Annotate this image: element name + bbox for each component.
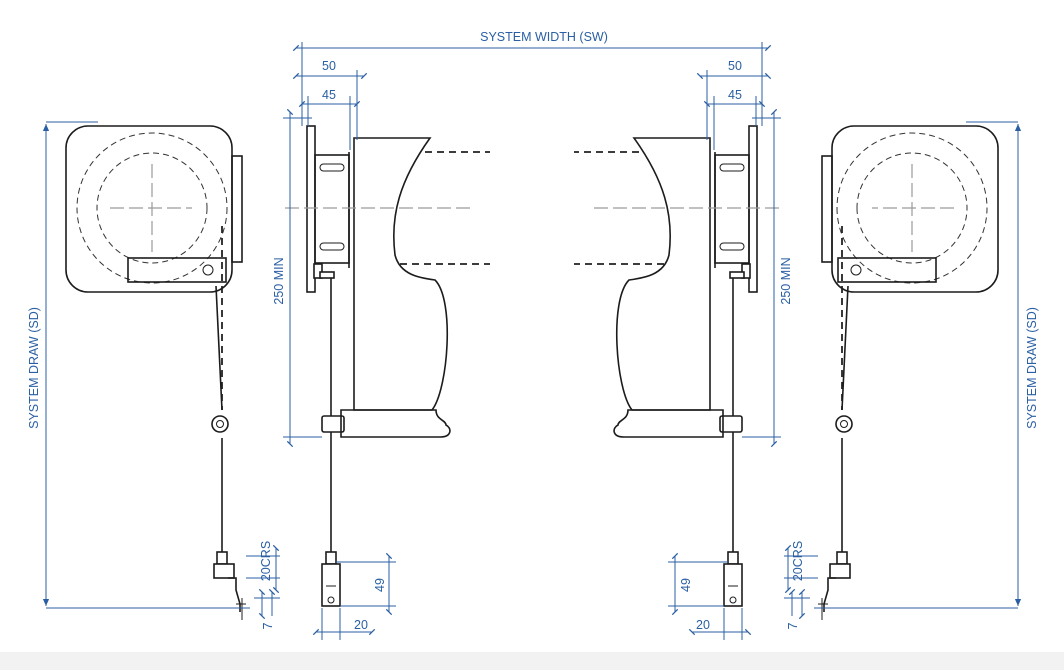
min-right-label: 250 MIN: [779, 257, 793, 304]
system-width-dim: SYSTEM WIDTH (SW): [292, 30, 772, 70]
bottom-left-dims: 49 20: [312, 552, 396, 640]
dim20-left-label: 20: [354, 618, 368, 632]
left-roll-outer: [76, 132, 228, 284]
top-left-dims: 50 45: [292, 59, 368, 150]
dim20-right-label: 20: [696, 618, 710, 632]
left-fabric: [353, 137, 449, 411]
dim45-right-label: 45: [728, 88, 742, 102]
system-draw-right-label: SYSTEM DRAW (SD): [1025, 307, 1039, 429]
crs-right-label: 20CRS: [791, 541, 805, 581]
crs-left-dim: 20CRS 7: [246, 541, 280, 629]
crs-left-label: 20CRS: [259, 541, 273, 581]
footer-bar: [0, 652, 1064, 670]
right-labels: 50 45 250 MIN SYSTEM DRAW (SD) 20CRS 7 4…: [679, 59, 1039, 632]
left-bracket: [127, 257, 227, 283]
system-width-label: SYSTEM WIDTH (SW): [480, 30, 608, 44]
left-cord-tensioner: [211, 415, 229, 433]
dim49-right-label: 49: [679, 578, 693, 592]
dim7-right-label: 7: [786, 622, 800, 629]
system-draw-left-dim: SYSTEM DRAW (SD): [27, 121, 250, 609]
min-left-dim: 250 MIN: [272, 108, 322, 448]
min-left-label: 250 MIN: [272, 257, 286, 304]
system-draw-left-label: SYSTEM DRAW (SD): [27, 307, 41, 429]
dim49-left-label: 49: [373, 578, 387, 592]
right-side-view: [574, 70, 1022, 640]
left-roll-inner: [96, 152, 208, 264]
dim50-right-label: 50: [728, 59, 742, 73]
dim45-left-label: 45: [322, 88, 336, 102]
left-bottom-fixing: [321, 563, 341, 607]
dim50-left-label: 50: [322, 59, 336, 73]
dim7-left-label: 7: [261, 622, 275, 629]
left-housing-view: [65, 125, 246, 620]
left-floor-fixing: [213, 563, 235, 579]
left-side-view: [285, 125, 490, 607]
left-bottom-bar: [340, 409, 451, 438]
